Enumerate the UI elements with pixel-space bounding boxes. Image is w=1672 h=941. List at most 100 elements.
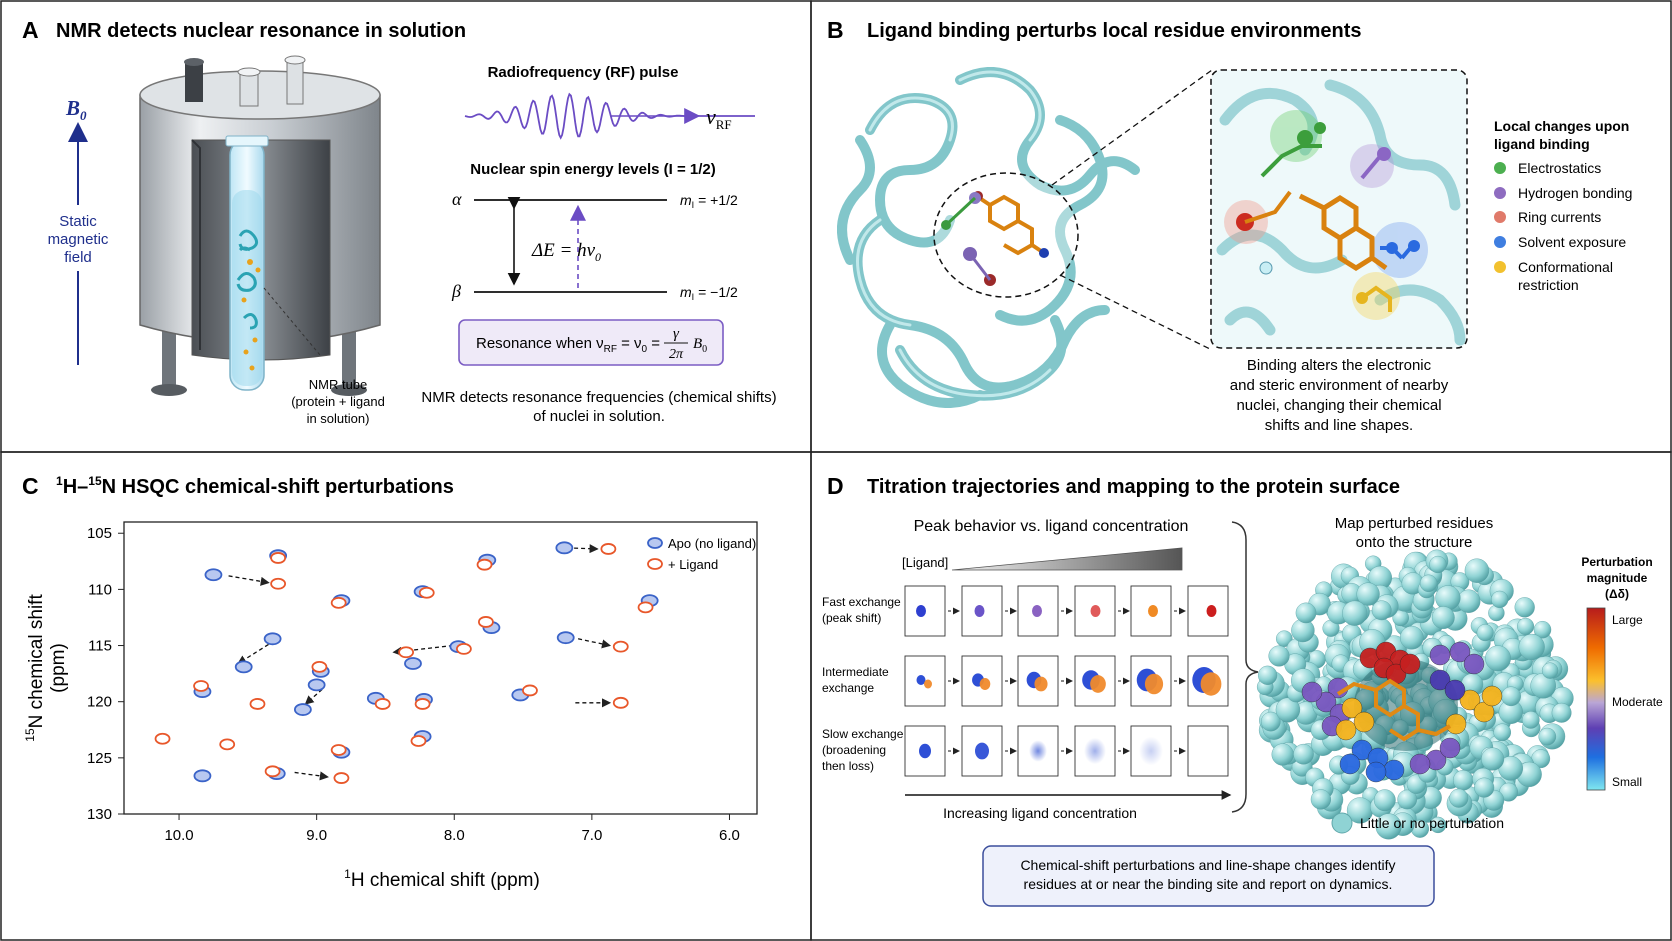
scale-label-moderate: Moderate [1612, 695, 1663, 709]
ligand-peak-0 [270, 577, 287, 590]
perturbed-residue-2-0 [1341, 697, 1363, 719]
apo-peak-14 [556, 631, 575, 645]
surface-atom [1435, 585, 1461, 611]
panel-a-caption-line-2: of nuclei in solution. [533, 408, 665, 425]
shift-arrow-2 [304, 688, 323, 705]
inset-ligand [1298, 193, 1388, 271]
hsqc-plot-area [123, 521, 758, 815]
two-pi-label: 2π [669, 347, 684, 362]
panel-d-caption: Chemical-shift perturbations and line-sh… [1020, 857, 1395, 892]
surface-atom [1533, 621, 1552, 639]
ligand-peak-16 [522, 684, 538, 697]
surface-atom [1541, 662, 1559, 679]
ligand-peak-8 [455, 643, 472, 655]
x-tick-label-4: 6.0 [719, 827, 740, 844]
scale-label-large: Large [1612, 613, 1643, 627]
legend-label-3: Solvent exposure [1518, 234, 1626, 250]
surface-atom [1456, 589, 1481, 613]
panel-a-frame [0, 0, 812, 453]
tube-label: NMR tube (protein + ligand in solution) [291, 377, 385, 426]
hsqc-y-label: 15N chemical shift [23, 594, 47, 742]
perturbed-residue-2-5 [1481, 685, 1503, 707]
slow-exchange-label-2: (broadening [822, 743, 886, 757]
ligand-peak-17 [612, 696, 629, 709]
legend-label-0: Electrostatics [1518, 160, 1601, 176]
surface-atom [1261, 711, 1281, 732]
ligand-peak-10 [612, 640, 629, 653]
legend-label-1: Hydrogen bonding [1518, 185, 1632, 201]
ligand-peak-22 [264, 765, 281, 778]
protein-surface [1256, 549, 1574, 840]
perturbed-residue-2-2 [1335, 719, 1357, 741]
panel-d-caption-line-1: Chemical-shift perturbations and line-sh… [1020, 857, 1395, 873]
resonance-box [458, 319, 724, 366]
tube-label-line-3: in solution) [307, 411, 370, 426]
panel-b-title: Ligand binding perturbs local residue en… [867, 20, 1362, 42]
tube-label-line-1: NMR tube [309, 377, 368, 392]
surface-atom [1517, 617, 1535, 635]
beta-label: β [451, 281, 461, 301]
x-tick-label-3: 7.0 [581, 827, 602, 844]
panel-b-caption-line-4: shifts and line shapes. [1265, 417, 1413, 434]
surface-atom [1419, 574, 1438, 592]
ligand-peak-13 [249, 698, 266, 710]
surface-atom [1375, 813, 1402, 840]
ligand-peak-20 [330, 744, 347, 756]
hsqc-peaks [154, 541, 659, 784]
x-tick-label-0: 10.0 [164, 827, 193, 844]
panel-b-letter: B [827, 17, 844, 43]
surface-atom [1342, 600, 1368, 626]
shift-arrow-4 [577, 638, 612, 649]
hsqc-legend: Apo (no ligand) + Ligand [647, 536, 756, 572]
field-label-line-1: Static [59, 213, 97, 230]
fast-exchange-label-1: Fast exchange [822, 595, 901, 609]
surface-atom [1493, 723, 1511, 742]
surface-atom [1474, 777, 1495, 798]
surface-atom [1310, 789, 1331, 810]
shift-arrow-6 [567, 544, 599, 554]
surface-atom [1268, 645, 1290, 667]
perturbed-residue-1-10 [1409, 753, 1431, 775]
titration-grid [904, 585, 1229, 777]
apo-peak-7 [263, 632, 282, 646]
tube-label-line-2: (protein + ligand [291, 394, 385, 409]
y-tick-label-3: 120 [87, 694, 112, 711]
y-tick-label-4: 125 [87, 750, 112, 767]
panel-d: D Titration trajectories and mapping to … [822, 473, 1663, 907]
scale-title-line-3: (Δδ) [1605, 587, 1629, 601]
apo-peak-11 [404, 657, 422, 670]
fast-peak-3 [1090, 605, 1101, 617]
legend-label-2: Ring currents [1518, 209, 1601, 225]
surface-atom [1276, 630, 1293, 648]
ligand-peak-6 [637, 601, 654, 614]
surface-atom [1400, 625, 1424, 650]
legend-swatch-0 [1494, 162, 1506, 174]
ligand-peak-1 [270, 552, 287, 564]
surface-atom [1257, 665, 1278, 685]
panel-b-caption-line-1: Binding alters the electronic [1247, 357, 1432, 374]
resonance-condition: Resonance when νRF = ν0 = [476, 335, 660, 355]
hsqc-legend-label-0: Apo (no ligand) [668, 536, 756, 551]
y-tick-label-5: 130 [87, 806, 112, 823]
panel-b-legend: Local changes upon ligand binding Electr… [1494, 118, 1632, 293]
hsqc-x-label: 1H chemical shift (ppm) [344, 867, 540, 891]
zoom-line-bottom [1059, 274, 1213, 351]
fast-peak-1 [974, 605, 985, 617]
zoom-inset [1210, 69, 1468, 349]
intermediate-peak-bound-5 [1200, 672, 1222, 696]
ligand-peak-3 [418, 586, 435, 599]
panel-a-letter: A [22, 17, 39, 43]
ligand-peak-14 [374, 698, 391, 710]
apo-peak-10 [307, 678, 326, 692]
map-title-line-2: onto the structure [1356, 534, 1473, 551]
hsqc-legend-label-1: + Ligand [668, 557, 718, 572]
apo-peak-8 [234, 660, 253, 674]
apo-peak-5 [555, 541, 574, 555]
panel-b-caption: Binding alters the electronic and steric… [1230, 357, 1449, 434]
shift-arrow-7 [294, 771, 329, 781]
apo-peak-22 [193, 769, 212, 783]
x-tick-label-1: 9.0 [306, 827, 327, 844]
alpha-label: α [452, 189, 462, 209]
slow-peak-0 [919, 743, 931, 759]
